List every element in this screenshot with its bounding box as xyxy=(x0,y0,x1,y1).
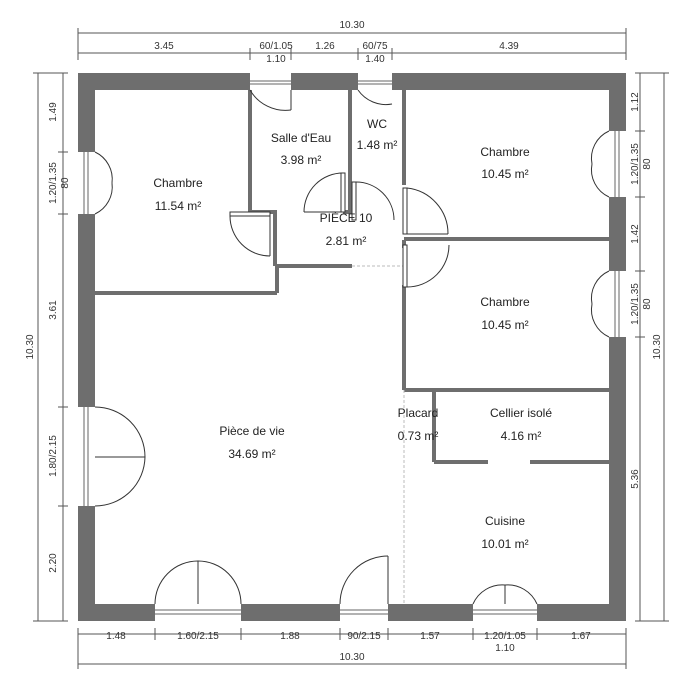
dims-left: 10.30 1.49 1.20/1.35 80 3.61 1.80/2.15 2… xyxy=(25,102,71,573)
room-name: WC xyxy=(367,117,387,131)
room-labels: Chambre 11.54 m² Salle d'Eau 3.98 m² WC … xyxy=(153,117,552,551)
dim-label: 1.20/1.35 xyxy=(48,162,59,204)
wall-top xyxy=(78,73,626,90)
dim-label: 1.20/1.35 xyxy=(630,283,641,325)
dim-label: 1.49 xyxy=(48,102,59,122)
dim-label: 80 xyxy=(60,177,71,189)
dimension-lines xyxy=(33,28,669,669)
dim-label: 1.20/1.35 xyxy=(630,143,641,185)
dim-overall-width-bottom: 10.30 xyxy=(339,652,364,663)
dim-label: 1.88 xyxy=(280,631,300,642)
dim-label: 1.26 xyxy=(315,41,335,52)
room-area: 4.16 m² xyxy=(501,429,542,443)
wall-right xyxy=(609,73,626,621)
windows xyxy=(83,80,620,615)
dim-label: 1.40 xyxy=(365,54,385,65)
dim-label: 5.36 xyxy=(630,469,641,489)
room-name: Chambre xyxy=(480,295,530,309)
dim-label: 1.80/2.15 xyxy=(48,435,59,477)
room-area: 10.01 m² xyxy=(481,537,528,551)
dim-overall-depth-right: 10.30 xyxy=(652,334,663,359)
room-name: Pièce de vie xyxy=(219,424,285,438)
room-area: 11.54 m² xyxy=(155,199,201,213)
room-area: 34.69 m² xyxy=(228,447,275,461)
dim-overall-width: 10.30 xyxy=(339,20,364,31)
dims-top: 10.30 3.45 60/1.05 1.10 1.26 60/75 1.40 … xyxy=(154,20,519,65)
room-name: PIÈCE 10 xyxy=(320,210,373,225)
dim-label: 1.67 xyxy=(571,631,591,642)
dim-label: 60/1.05 xyxy=(259,41,293,52)
room-name: Chambre xyxy=(480,145,530,159)
dim-label: 3.61 xyxy=(48,300,59,320)
dim-overall-depth: 10.30 xyxy=(25,334,36,359)
room-name: Placard xyxy=(398,406,439,420)
doors xyxy=(94,89,610,605)
dim-label: 1.42 xyxy=(630,224,641,244)
dim-label: 1.10 xyxy=(266,54,286,65)
dim-label: 3.45 xyxy=(154,41,174,52)
open-separators xyxy=(352,265,405,604)
dim-label: 60/75 xyxy=(362,41,387,52)
room-area: 3.98 m² xyxy=(281,153,322,167)
dim-label: 2.20 xyxy=(48,553,59,573)
room-name: Chambre xyxy=(153,176,203,190)
room-area: 1.48 m² xyxy=(357,138,398,152)
dims-right: 1.12 1.20/1.35 80 1.42 1.20/1.35 80 5.36… xyxy=(630,92,663,489)
dim-label: 1.20/1.05 xyxy=(484,631,526,642)
dim-label: 90/2.15 xyxy=(347,631,381,642)
room-area: 0.73 m² xyxy=(398,429,439,443)
room-area: 2.81 m² xyxy=(326,234,367,248)
dim-label: 80 xyxy=(642,298,653,310)
room-name: Salle d'Eau xyxy=(271,131,331,145)
dim-label: 4.39 xyxy=(499,41,519,52)
dim-label: 1.57 xyxy=(420,631,440,642)
room-area: 10.45 m² xyxy=(481,318,528,332)
room-name: Cellier isolé xyxy=(490,406,552,420)
dim-label: 1.12 xyxy=(630,92,641,112)
dim-label: 1.10 xyxy=(495,643,515,654)
room-name: Cuisine xyxy=(485,514,525,528)
dims-bottom: 1.48 1.60/2.15 1.88 90/2.15 1.57 1.20/1.… xyxy=(106,631,591,663)
wall-openings xyxy=(78,73,626,621)
room-area: 10.45 m² xyxy=(481,167,528,181)
dim-label: 1.48 xyxy=(106,631,126,642)
dim-label: 80 xyxy=(642,158,653,170)
dim-label: 1.60/2.15 xyxy=(177,631,219,642)
